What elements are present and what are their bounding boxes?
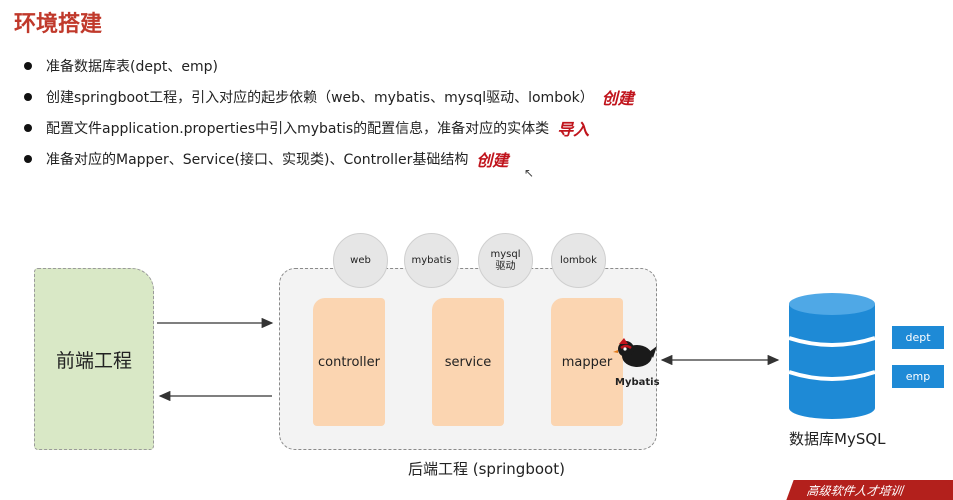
page-title: 环境搭建 [14, 12, 103, 37]
bullet-text: 准备数据库表(dept、emp) [46, 58, 218, 75]
dependency-mybatis: mybatis [404, 233, 459, 288]
bullet-item: 配置文件application.properties中引入mybatis的配置信… [24, 112, 634, 143]
bullet-text: 配置文件application.properties中引入mybatis的配置信… [46, 120, 550, 137]
dependency-lombok: lombok [551, 233, 606, 288]
bullet-dot [24, 154, 32, 163]
footer-banner: 高级软件人才培训 [786, 480, 953, 500]
table-dept: dept [892, 326, 944, 349]
bullet-list: 准备数据库表(dept、emp) 创建springboot工程，引入对应的起步依… [24, 50, 634, 174]
bullet-dot [24, 123, 32, 132]
mybatis-logo-text: Mybatis [615, 377, 660, 388]
layer-mapper: mapper [551, 298, 623, 426]
bullet-item: 准备对应的Mapper、Service(接口、实现类)、Controller基础… [24, 143, 634, 174]
layer-controller: controller [313, 298, 385, 426]
frontend-box: 前端工程 [34, 268, 154, 450]
database-label: 数据库MySQL [789, 430, 886, 448]
bullet-dot [24, 61, 32, 70]
dependency-mysql-driver: mysql 驱动 [478, 233, 533, 288]
layer-service: service [432, 298, 504, 426]
handwritten-note: 创建 [601, 88, 634, 108]
bullet-text: 准备对应的Mapper、Service(接口、实现类)、Controller基础… [46, 151, 469, 168]
bullet-item: 创建springboot工程，引入对应的起步依赖（web、mybatis、mys… [24, 81, 634, 112]
handwritten-note: 创建 [476, 150, 509, 170]
bullet-item: 准备数据库表(dept、emp) [24, 50, 634, 81]
backend-label: 后端工程 (springboot) [408, 460, 565, 478]
mybatis-bird-icon [613, 338, 657, 367]
frontend-label: 前端工程 [55, 349, 132, 372]
dependency-web: web [333, 233, 388, 288]
mouse-cursor-icon: ↖ [524, 166, 535, 180]
handwritten-note: 导入 [557, 119, 590, 139]
bullet-text: 创建springboot工程，引入对应的起步依赖（web、mybatis、mys… [46, 89, 594, 106]
database-icon [788, 293, 876, 419]
table-emp: emp [892, 365, 944, 388]
bullet-dot [24, 92, 32, 101]
